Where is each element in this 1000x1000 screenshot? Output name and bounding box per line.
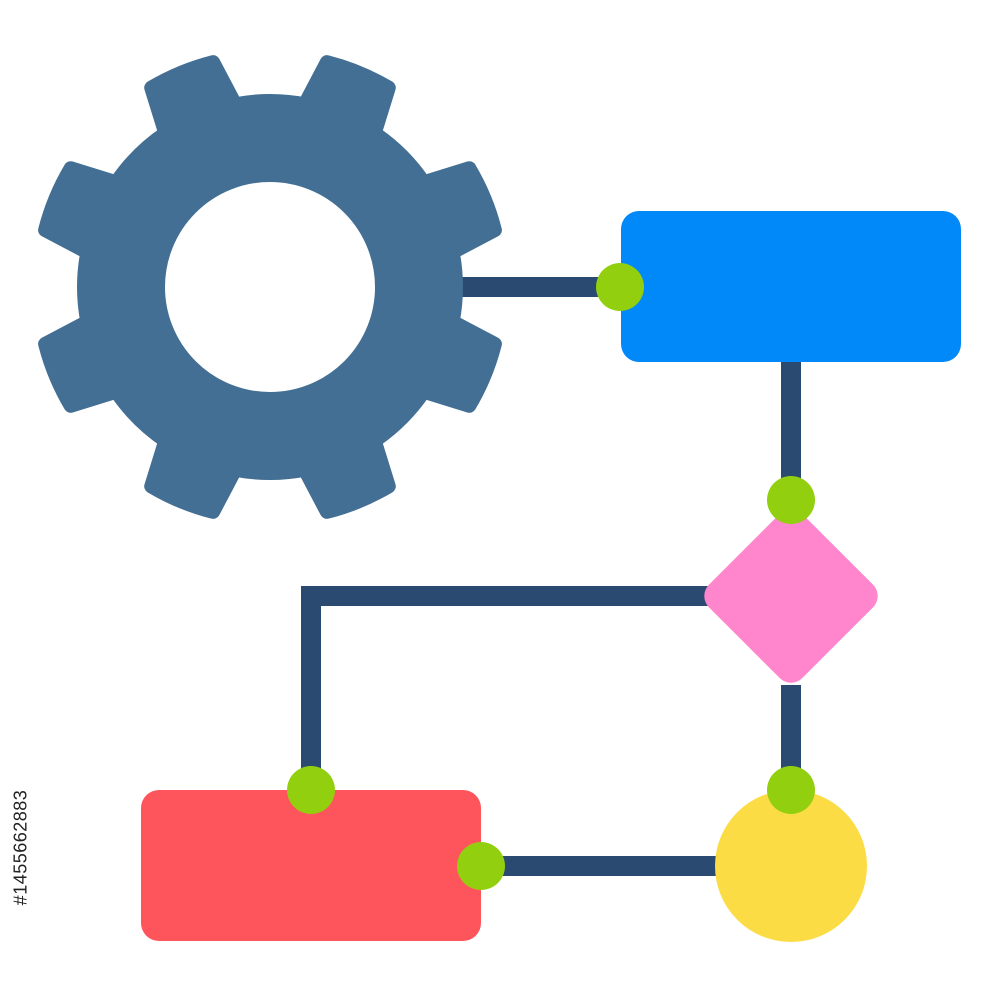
process-box-top [621,211,961,362]
connector-lines [301,277,801,876]
node-dot-decision-top [767,476,815,524]
process-box-bottom [141,790,481,941]
decision-diamond [704,509,878,683]
node-dot-process-bottom-top [287,766,335,814]
node-dot-process-bottom-right [457,842,505,890]
gear-body [38,55,502,519]
gear-icon [38,55,502,519]
watermark-id-text: #1455662883 [10,789,31,905]
watermark-id-container: #1455662883 [6,752,36,942]
node-dot-terminal-top [767,766,815,814]
node-dot-process-top-left [596,263,644,311]
connector-decision-to-bottom-process [301,586,715,790]
connector-nodes [287,263,815,890]
terminal-circle [715,790,867,942]
